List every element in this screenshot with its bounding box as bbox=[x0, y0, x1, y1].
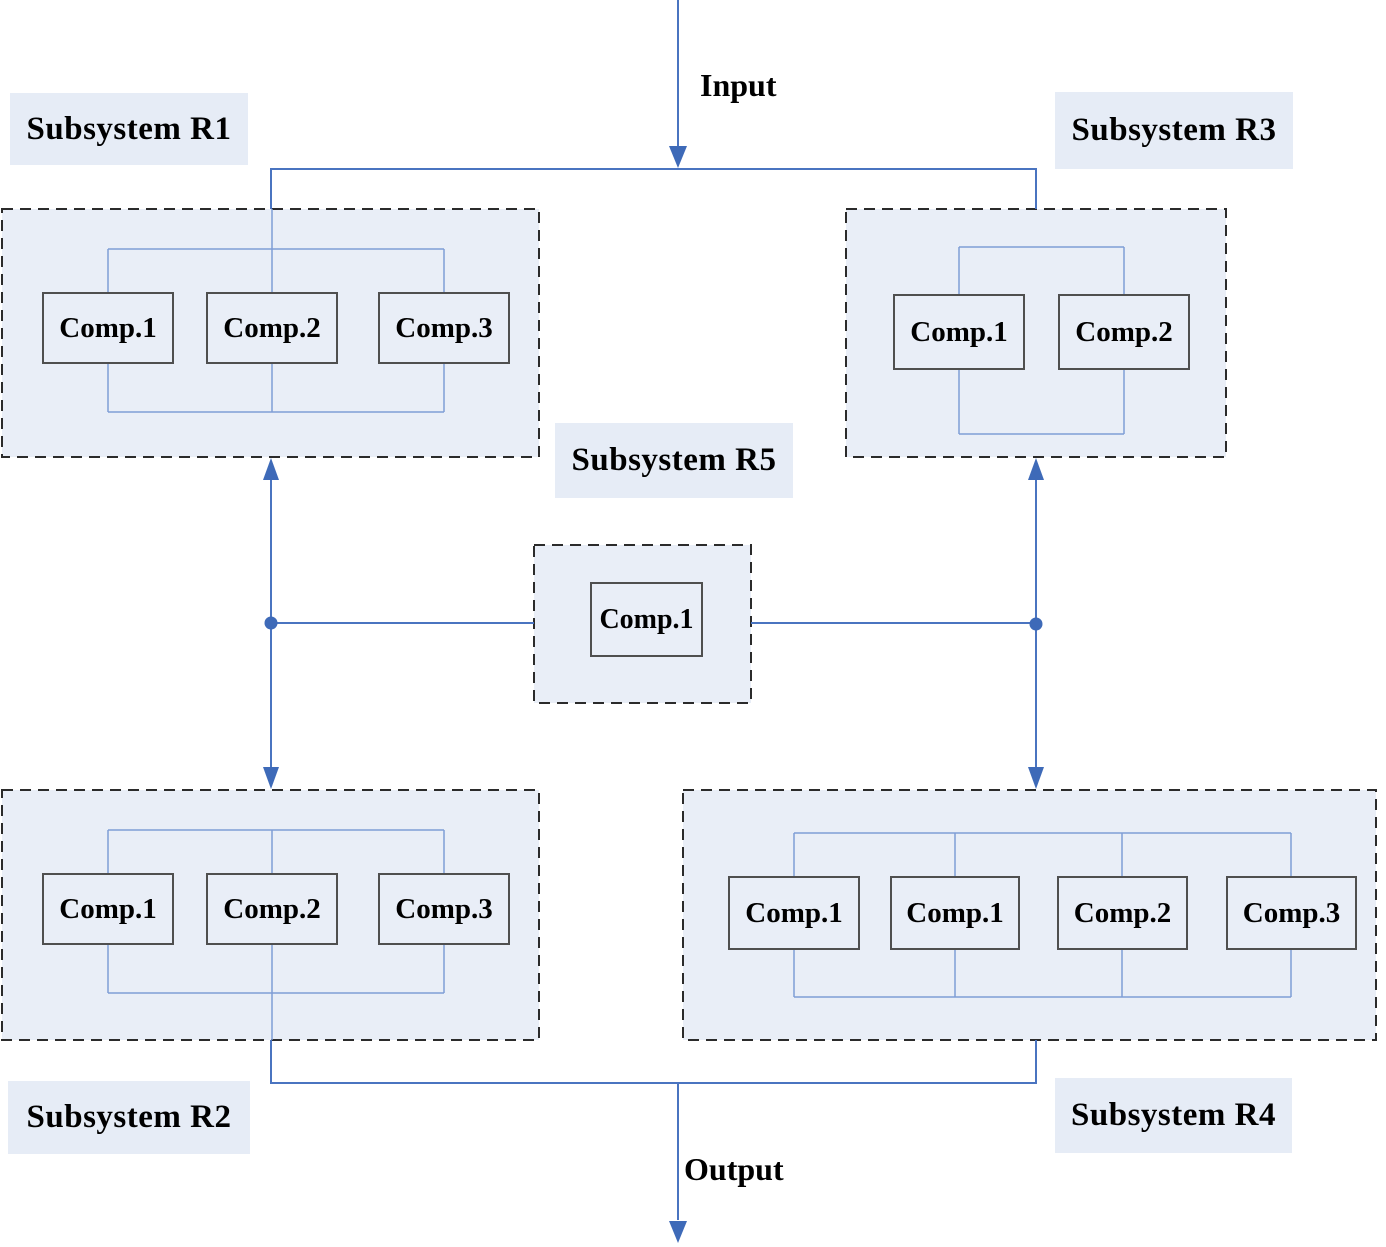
subsystem-r2-label: Subsystem R2 bbox=[8, 1081, 250, 1154]
subsystem-r3-label: Subsystem R3 bbox=[1055, 92, 1293, 169]
r1-component-1: Comp.1 bbox=[42, 292, 174, 364]
r3-component-2: Comp.2 bbox=[1058, 294, 1190, 370]
r1-parallel-bus bbox=[107, 209, 445, 413]
left-down-arrowhead bbox=[263, 767, 279, 789]
subsystem-r1-label: Subsystem R1 bbox=[10, 93, 248, 165]
r2-component-1: Comp.1 bbox=[42, 873, 174, 945]
r1-component-2: Comp.2 bbox=[206, 292, 338, 364]
output-label: Output bbox=[684, 1151, 784, 1187]
left-junction-dot bbox=[264, 616, 278, 630]
r5-component-1: Comp.1 bbox=[590, 582, 703, 657]
input-arrowhead bbox=[669, 146, 687, 168]
r3-parallel-bus bbox=[958, 246, 1125, 435]
bottom-collection-line bbox=[270, 1040, 1037, 1084]
top-distribution-line bbox=[270, 168, 1037, 209]
r4-parallel-bus bbox=[793, 832, 1292, 998]
r2-component-3: Comp.3 bbox=[378, 873, 510, 945]
right-junction-dot bbox=[1029, 617, 1043, 631]
subsystem-r5-label: Subsystem R5 bbox=[555, 423, 793, 498]
left-up-arrowhead bbox=[263, 458, 279, 480]
right-down-arrowhead bbox=[1028, 767, 1044, 789]
r1-component-3: Comp.3 bbox=[378, 292, 510, 364]
r4-component-4: Comp.3 bbox=[1226, 876, 1357, 950]
r3-component-1: Comp.1 bbox=[893, 294, 1025, 370]
output-arrowhead bbox=[669, 1221, 687, 1243]
subsystem-r4-label: Subsystem R4 bbox=[1055, 1078, 1292, 1153]
right-up-arrowhead bbox=[1028, 458, 1044, 480]
r2-component-2: Comp.2 bbox=[206, 873, 338, 945]
r4-component-3: Comp.2 bbox=[1057, 876, 1188, 950]
r2-parallel-bus bbox=[107, 829, 445, 1040]
r4-component-2: Comp.1 bbox=[890, 876, 1020, 950]
r4-component-1: Comp.1 bbox=[728, 876, 860, 950]
input-label: Input bbox=[700, 67, 777, 103]
